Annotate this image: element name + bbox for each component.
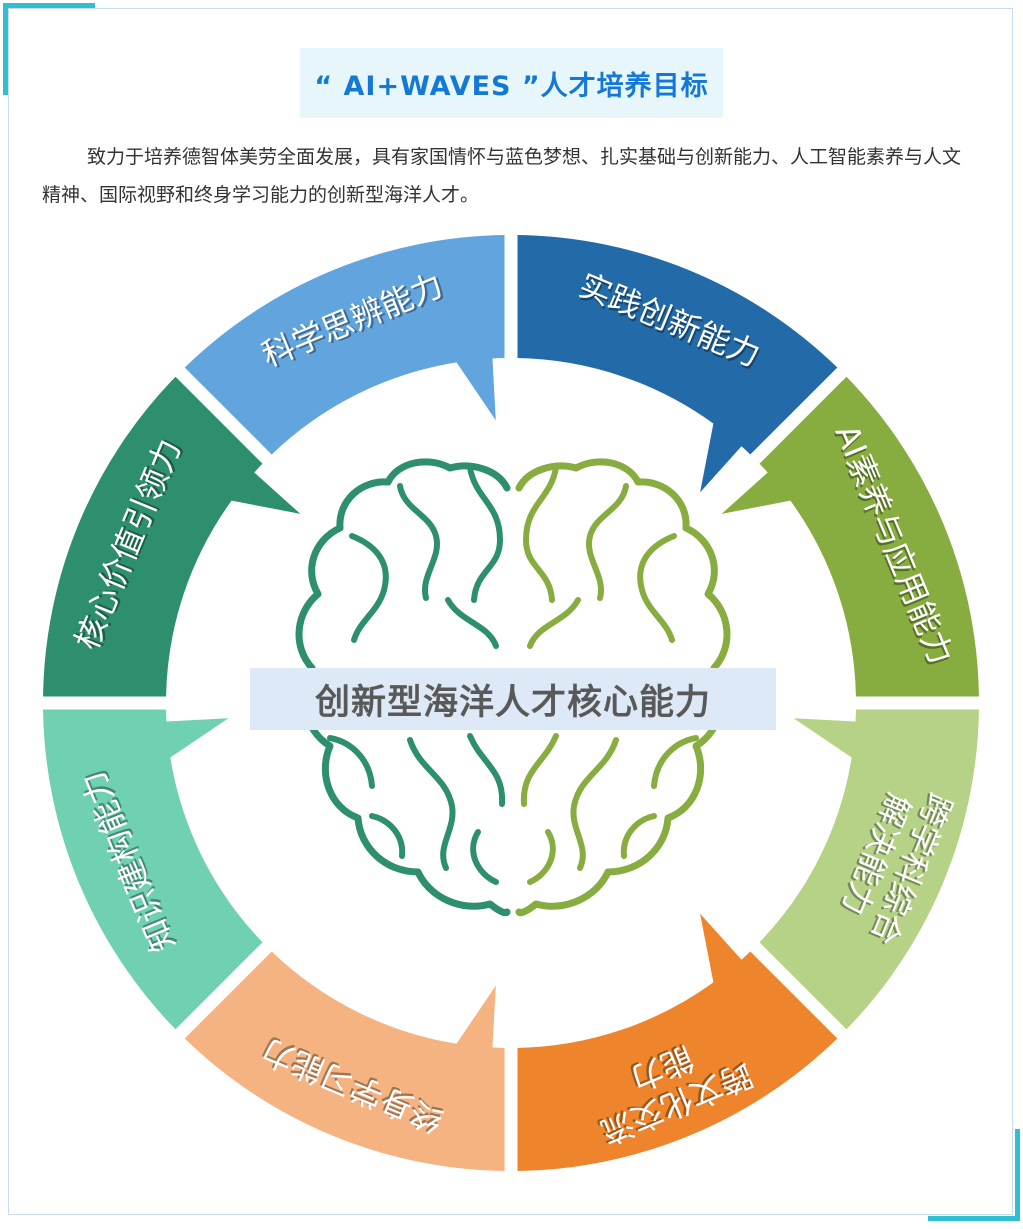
brain-fold (527, 829, 556, 885)
brain-fold (397, 483, 441, 601)
core-capability-label: 创新型海洋人才核心能力 (314, 682, 711, 723)
segment-cross-cultural (517, 913, 838, 1171)
brain-fold (570, 737, 619, 871)
brain-fold (520, 733, 559, 807)
brain-fold (369, 813, 406, 859)
page-title-text: “ AI+WAVES ”人才培养目标 (314, 70, 709, 102)
page-title: “ AI+WAVES ”人才培养目标 (300, 48, 723, 118)
brain-fold (327, 735, 375, 789)
segment-practice-innovation (517, 235, 838, 493)
brain-fold (467, 733, 506, 807)
segment-ai-literacy (721, 376, 979, 697)
segment-core-values (43, 376, 301, 697)
corner-accent (928, 1216, 1020, 1221)
brain-fold (523, 465, 559, 603)
segment-scientific-thinking (184, 235, 505, 455)
brain-fold (637, 533, 677, 643)
core-capability-banner: 创新型海洋人才核心能力 (250, 668, 776, 730)
brain-fold (407, 737, 456, 871)
segment-lifelong-learning (184, 951, 505, 1171)
brain-fold (620, 813, 657, 859)
brain-fold (467, 465, 503, 603)
segment-interdisciplinary (759, 709, 979, 1030)
intro-paragraph: 致力于培养德智体美劳全面发展，具有家国情怀与蓝色梦想、扎实基础与创新能力、人工智… (42, 146, 962, 206)
brain-fold (585, 483, 629, 601)
corner-accent (3, 3, 8, 95)
corner-accent (1015, 1129, 1020, 1221)
brain-fold (470, 829, 499, 885)
brain-fold (349, 533, 389, 643)
brain-fold (445, 597, 499, 649)
corner-accent (3, 3, 95, 8)
segment-knowledge-construction (43, 709, 263, 1030)
brain-fold (651, 735, 699, 789)
brain-fold (527, 597, 581, 649)
